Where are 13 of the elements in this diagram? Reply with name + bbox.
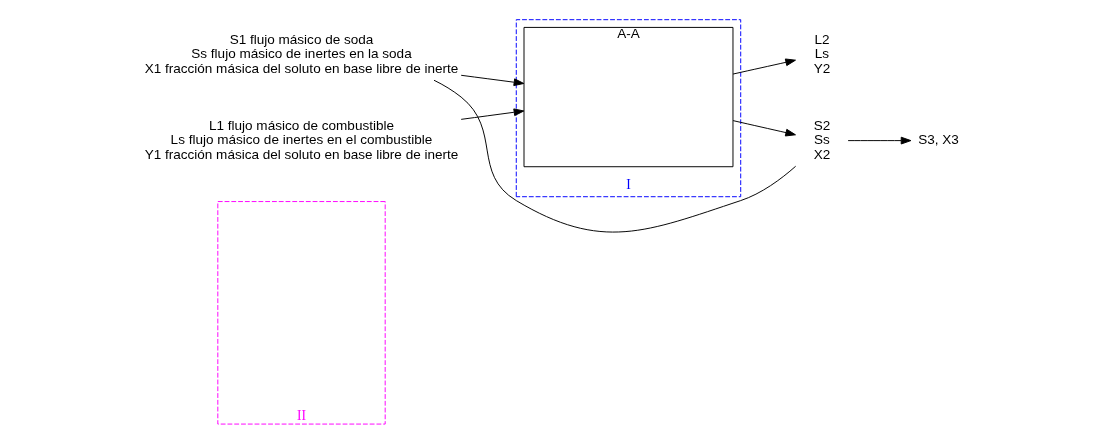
arrow [732,58,796,75]
arrow [847,136,912,145]
node-text: S1 flujo másico de soda Ss flujo másico de inertes en la soda X1 fracción másica del soluto en base libre de inerte [144,31,459,76]
node-text: L2 Ls Y2 [813,31,831,76]
connector [433,79,797,233]
node-box: II [217,201,386,425]
node-text: S2 Ss X2 [813,117,831,162]
node-box: A-A [523,26,734,168]
node-text: S3, X3 [918,132,959,148]
arrow [460,108,525,120]
arrow [732,120,796,137]
arrow [460,74,525,87]
node-text: L1 flujo másico de combustible Ls flujo másico de inertes en el combustible Y1 fracción másica del soluto en base libre de inerte [144,117,459,162]
